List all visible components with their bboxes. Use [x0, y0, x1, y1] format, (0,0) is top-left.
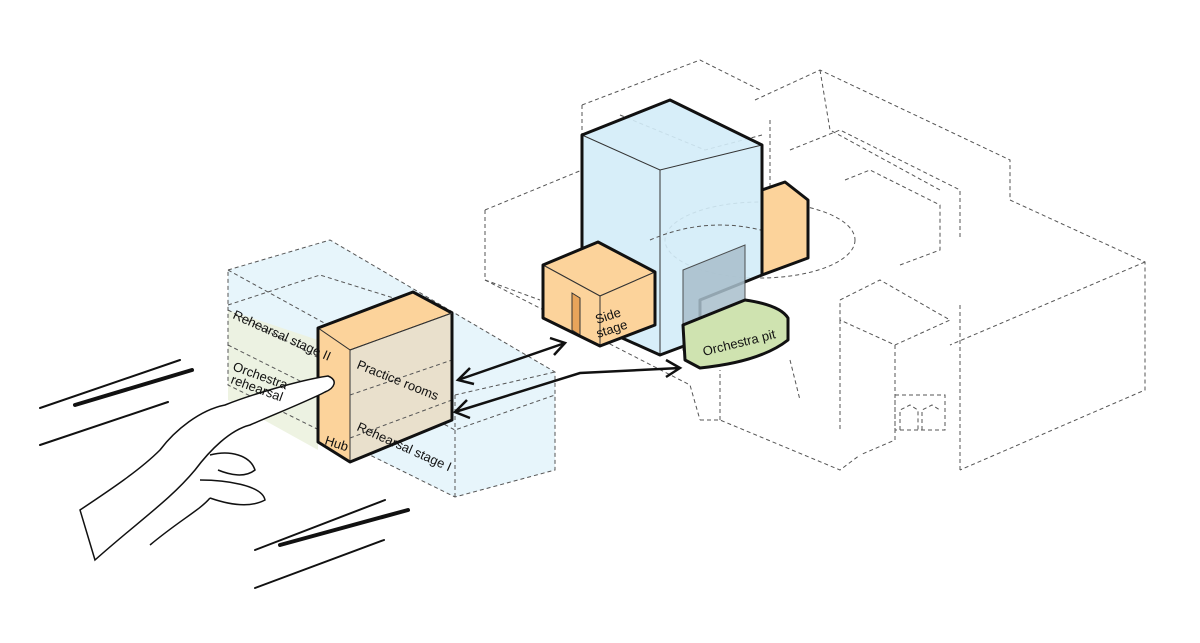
- label-hub: Hub: [323, 433, 350, 455]
- connection-arrows: [452, 336, 683, 420]
- motion-lines: [39, 359, 410, 589]
- side-stage-box: [541, 240, 657, 348]
- hub-box: [316, 290, 454, 464]
- double-arrow-icon: [457, 341, 566, 382]
- orchestra-pit: [681, 298, 790, 370]
- pointing-hand-icon: [79, 375, 335, 562]
- backstage-box: [760, 180, 810, 277]
- arrow-to-pit-icon: [454, 366, 681, 414]
